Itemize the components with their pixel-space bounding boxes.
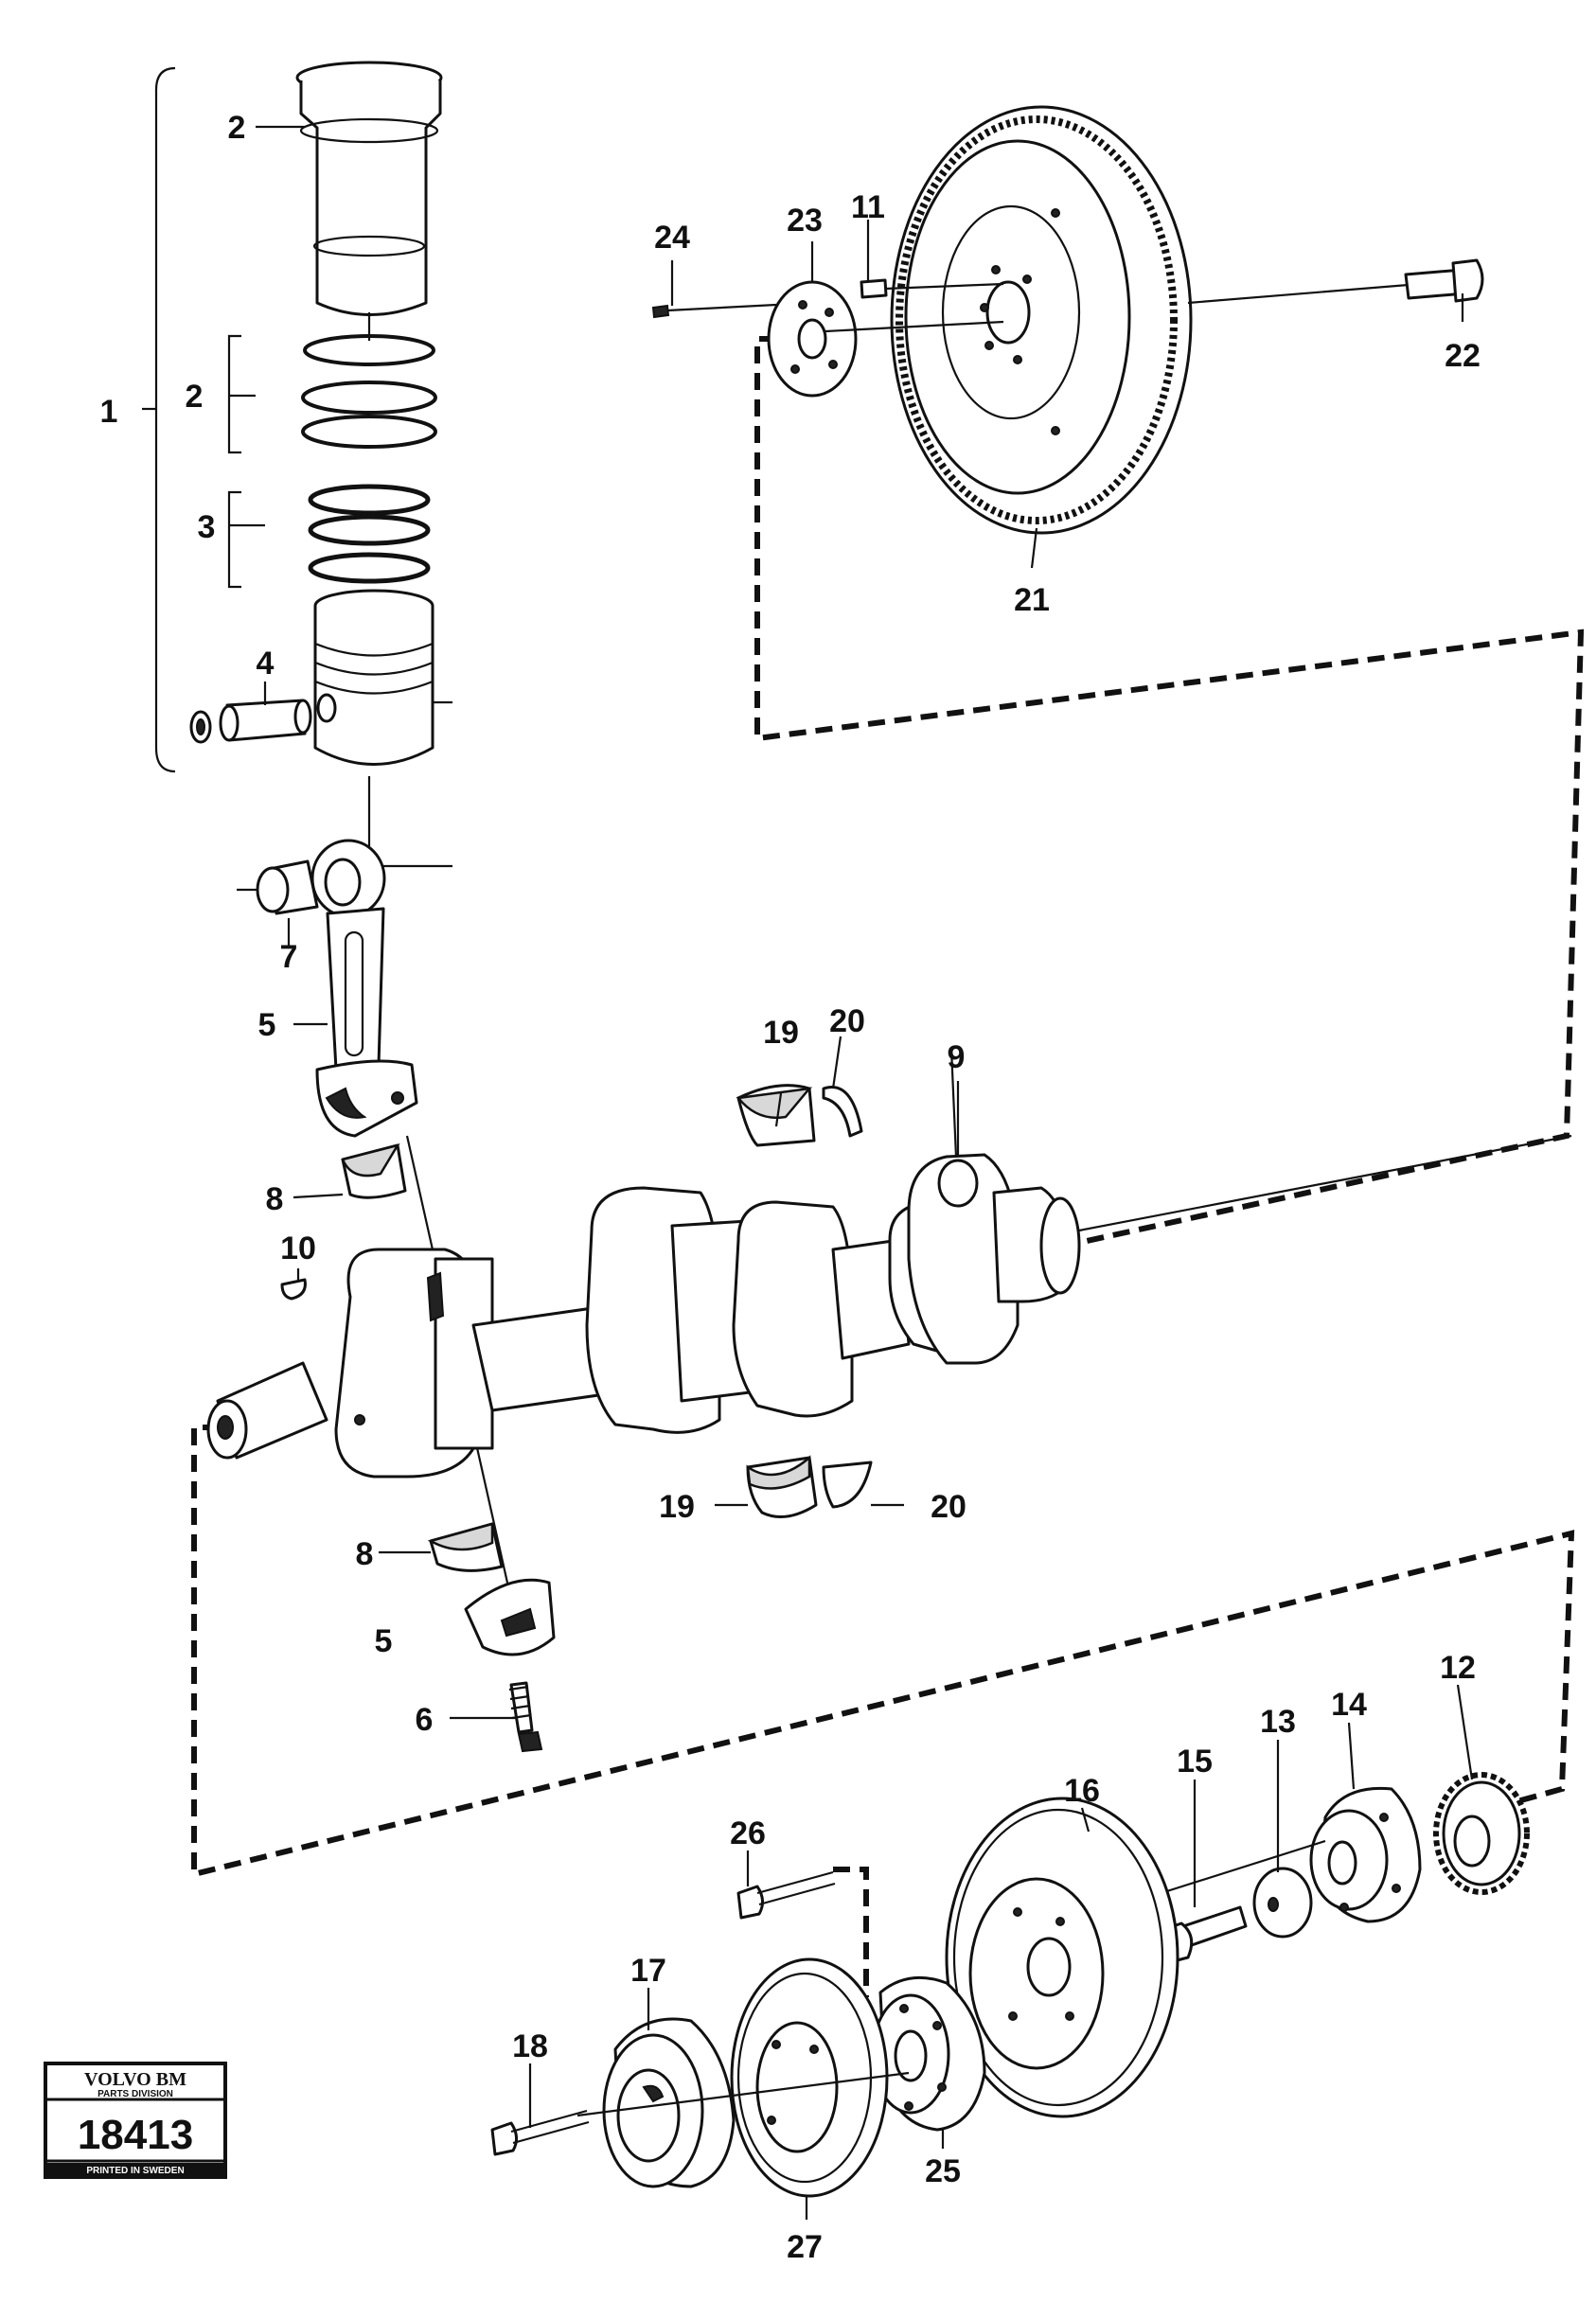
thrust-washer-upper [822,1086,863,1138]
flywheel-bolt [1404,258,1484,303]
callout-11: 11 [851,189,885,225]
bolt-26 [736,1870,836,1920]
stamp-division: PARTS DIVISION [98,2089,173,2099]
callout-19-upper: 19 [763,1015,799,1051]
callout-17: 17 [630,1953,666,1989]
washer-13 [1252,1867,1313,1939]
callout-20-upper: 20 [829,1003,865,1039]
compression-rings [301,334,437,449]
callout-2-liner: 2 [228,110,246,146]
crankshaft [206,1134,1572,1479]
rod-bearing-lower [427,1522,504,1572]
callout-6: 6 [416,1702,434,1738]
main-bearing-lower [746,1455,818,1518]
callout-20-lower: 20 [931,1489,966,1525]
woodruff-key [280,1278,307,1301]
callout-7: 7 [280,939,298,975]
callout-27: 27 [787,2229,823,2265]
callout-5-cap: 5 [375,1623,393,1659]
callout-2-rings: 2 [186,379,204,415]
adapter [871,1975,986,2132]
screw-24 [651,303,777,319]
callout-8-lower: 8 [356,1536,374,1572]
piston [313,589,452,852]
thrust-washer-lower [822,1461,873,1509]
bolt-18 [490,2109,590,2156]
connecting-rod [310,839,513,1601]
main-bearing-upper [736,1084,816,1147]
crankshaft-gear [1433,1772,1530,1895]
callout-4: 4 [257,646,275,682]
hub [1309,1786,1422,1923]
callout-8-upper: 8 [266,1181,284,1217]
cylinder-liner [295,61,443,341]
stamp-printed: PRINTED IN SWEDEN [86,2166,184,2176]
rod-bearing-upper [341,1143,407,1199]
vibration-damper [945,1797,1179,2118]
assembly-dashed-lines [191,336,1585,1997]
callout-22: 22 [1445,338,1481,374]
callout-1: 1 [100,394,118,430]
stamp-brand: VOLVO BM [84,2069,186,2090]
callout-24: 24 [654,220,690,256]
parts-division-stamp: VOLVO BM PARTS DIVISION 18413 PRINTED IN… [44,2062,227,2179]
piston-pin [189,699,312,744]
callout-15: 15 [1177,1744,1213,1780]
oil-rings [308,484,431,584]
callout-10: 10 [280,1231,316,1266]
pulley-17 [576,2017,910,2188]
flywheel-washer [767,280,1004,398]
callout-9: 9 [948,1039,966,1075]
callout-13: 13 [1260,1704,1296,1740]
bushing [237,859,319,915]
callout-23: 23 [787,203,823,239]
rod-bolt [508,1681,543,1753]
callout-21: 21 [1014,582,1050,618]
callout-14: 14 [1331,1687,1367,1723]
leader-lines [229,125,1474,2220]
callout-3: 3 [198,509,216,545]
callout-26: 26 [730,1815,766,1851]
rod-cap [464,1578,556,1656]
callout-25: 25 [925,2153,961,2189]
callout-12: 12 [1440,1650,1476,1686]
callout-18: 18 [512,2028,548,2064]
flywheel [890,105,1421,535]
callout-16: 16 [1064,1773,1100,1809]
callout-19-lower: 19 [659,1489,695,1525]
group-1-bracket [142,66,241,773]
guide-pin [860,278,1004,299]
callout-5-rod: 5 [258,1007,276,1043]
callout-numbers: 2 1 2 3 4 7 5 8 10 8 5 6 19 20 9 19 20 2… [100,110,1481,2265]
stamp-number: 18413 [78,2112,193,2158]
pulley-27 [730,1957,889,2198]
